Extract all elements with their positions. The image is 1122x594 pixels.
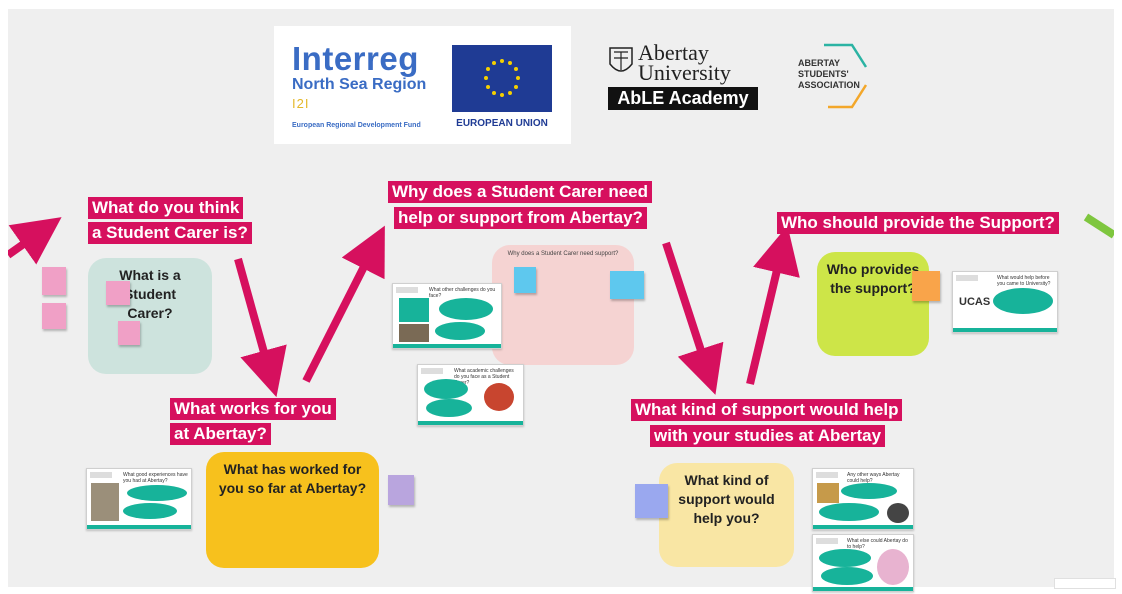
banner-q3: Who should provide the Support? [777,212,1059,234]
banner-q2-line2: help or support from Abertay? [394,207,647,229]
card-kind-support-label: What kind of support would help you? [678,472,775,526]
interreg-name: Interreg [292,40,419,77]
speech-bubble [123,503,177,519]
speech-bubble [821,567,873,585]
sticky-note-pink[interactable] [42,267,66,295]
speech-bubble [819,503,879,521]
person-photo [887,503,909,523]
slide-what-else[interactable]: What else could Abertay do to help? [812,534,914,592]
sticky-note-orange[interactable] [912,271,940,301]
abertay-line1: Abertay [638,40,709,65]
question-marks-image [877,549,909,585]
abertay-logo: Abertay University AbLE Academy [606,42,766,112]
banner-q1-line2: a Student Carer is? [88,222,252,244]
ucas-logo: UCAS [959,296,991,308]
slide-footer-bar [393,344,501,348]
arrow-q2-to-q5 [662,241,724,395]
slide-footer-bar [87,525,191,529]
students-line3: ASSOCIATION [798,80,860,90]
abertay-line2: University [638,60,731,85]
coins-photo [817,483,839,503]
eu-label: EUROPEAN UNION [456,118,548,129]
slide-other-ways-title: Any other ways Abertay could help? [847,472,900,484]
speech-bubble [841,483,897,499]
card-kind-of-support[interactable]: What kind of support would help you? [659,463,794,567]
abertay-mini-logo [396,287,418,293]
able-academy-badge: AbLE Academy [608,87,758,110]
interreg-mark: I2I [292,96,310,111]
arrow-q1-to-q4 [234,257,287,398]
card-why-need-support[interactable]: Why does a Student Carer need support? [492,245,634,365]
abertay-mini-logo [816,472,838,478]
slide-good-experiences[interactable]: What good experiences have you had at Ab… [86,468,192,530]
slide-footer-bar [813,587,913,591]
arrow-q5-to-q3 [746,225,800,385]
speech-bubble [127,485,187,501]
students-association-logo: ABERTAY STUDENTS' ASSOCIATION [792,41,892,111]
interreg-region: North Sea Region [292,76,427,93]
sticky-note-blue[interactable] [514,267,536,293]
arrow-green-right [1083,213,1114,239]
speech-bubble [435,322,485,340]
slide-help-before-title: What would help before you came to Unive… [997,275,1051,287]
banner-q5-line2: with your studies at Abertay [650,425,886,447]
slide-footer-bar [813,525,913,529]
sticky-note-pink[interactable] [118,321,140,345]
icon-grid [399,298,429,322]
slide-other-ways[interactable]: Any other ways Abertay could help? [812,468,914,530]
students-line1: ABERTAY [798,58,841,68]
card-what-worked[interactable]: What has worked for you so far at Aberta… [206,452,379,568]
abertay-mini-logo [956,275,978,281]
speech-bubble [426,399,472,417]
card-what-is-label: What is a Student Carer? [119,267,181,321]
slide-challenges[interactable]: What other challenges do you face? [392,283,502,349]
abertay-mini-logo [421,368,443,374]
hexagon-logo-icon [824,43,868,109]
flow-arrows [8,213,1114,398]
banner-q5-line1: What kind of support would help [631,399,903,421]
eu-flag [452,45,552,112]
students-line2: STUDENTS' [798,69,849,79]
eu-stars-icon [484,59,520,97]
banner-q2-line1: Why does a Student Carer need [388,181,652,203]
fruit-image [484,383,514,411]
banner-q1-line1: What do you think [88,197,244,219]
arrow-incoming-left [8,217,62,265]
sticky-note-pink[interactable] [106,281,130,305]
arrow-q4-to-q2 [302,225,385,383]
card-who-provides[interactable]: Who provides the support? [817,252,929,356]
slide-footer-bar [418,421,523,425]
card-what-is-student-carer[interactable]: What is a Student Carer? [88,258,212,374]
abertay-mini-logo [816,538,838,544]
slide-what-else-title: What else could Abertay do to help? [847,538,908,550]
banner-q4-line2: at Abertay? [170,423,271,445]
speech-bubble [439,298,493,320]
sticky-note-pink[interactable] [42,303,66,329]
abertay-crest-icon [609,47,633,72]
card-why-need-label: Why does a Student Carer need support? [507,251,619,257]
slide-help-before[interactable]: What would help before you came to Unive… [952,271,1058,333]
speech-bubble [819,549,871,567]
photo-thumbnail [399,324,429,342]
card-who-provides-label: Who provides the support? [826,261,920,296]
speech-bubble [424,379,468,399]
abertay-mini-logo [90,472,112,478]
slide-footer-bar [953,328,1057,332]
sticky-note-blue-purple[interactable] [635,484,668,518]
board-canvas[interactable]: Interreg North Sea Region I2I European R… [8,9,1116,592]
card-what-worked-label: What has worked for you so far at Aberta… [218,461,367,496]
campus-photo [91,483,119,521]
banner-q4-line1: What works for you [170,398,336,420]
slide-challenges-title: What other challenges do you face? [429,287,496,299]
interreg-fund: European Regional Development Fund [292,122,421,129]
sticky-note-blue[interactable] [610,271,644,299]
zoom-panel[interactable] [1054,578,1116,589]
sticky-note-purple[interactable] [388,475,414,505]
slide-academic-challenges[interactable]: What academic challenges do you face as … [417,364,524,426]
slide-good-experiences-title: What good experiences have you had at Ab… [123,472,188,484]
speech-bubble [993,288,1053,314]
interreg-logo-panel: Interreg North Sea Region I2I European R… [274,26,571,144]
